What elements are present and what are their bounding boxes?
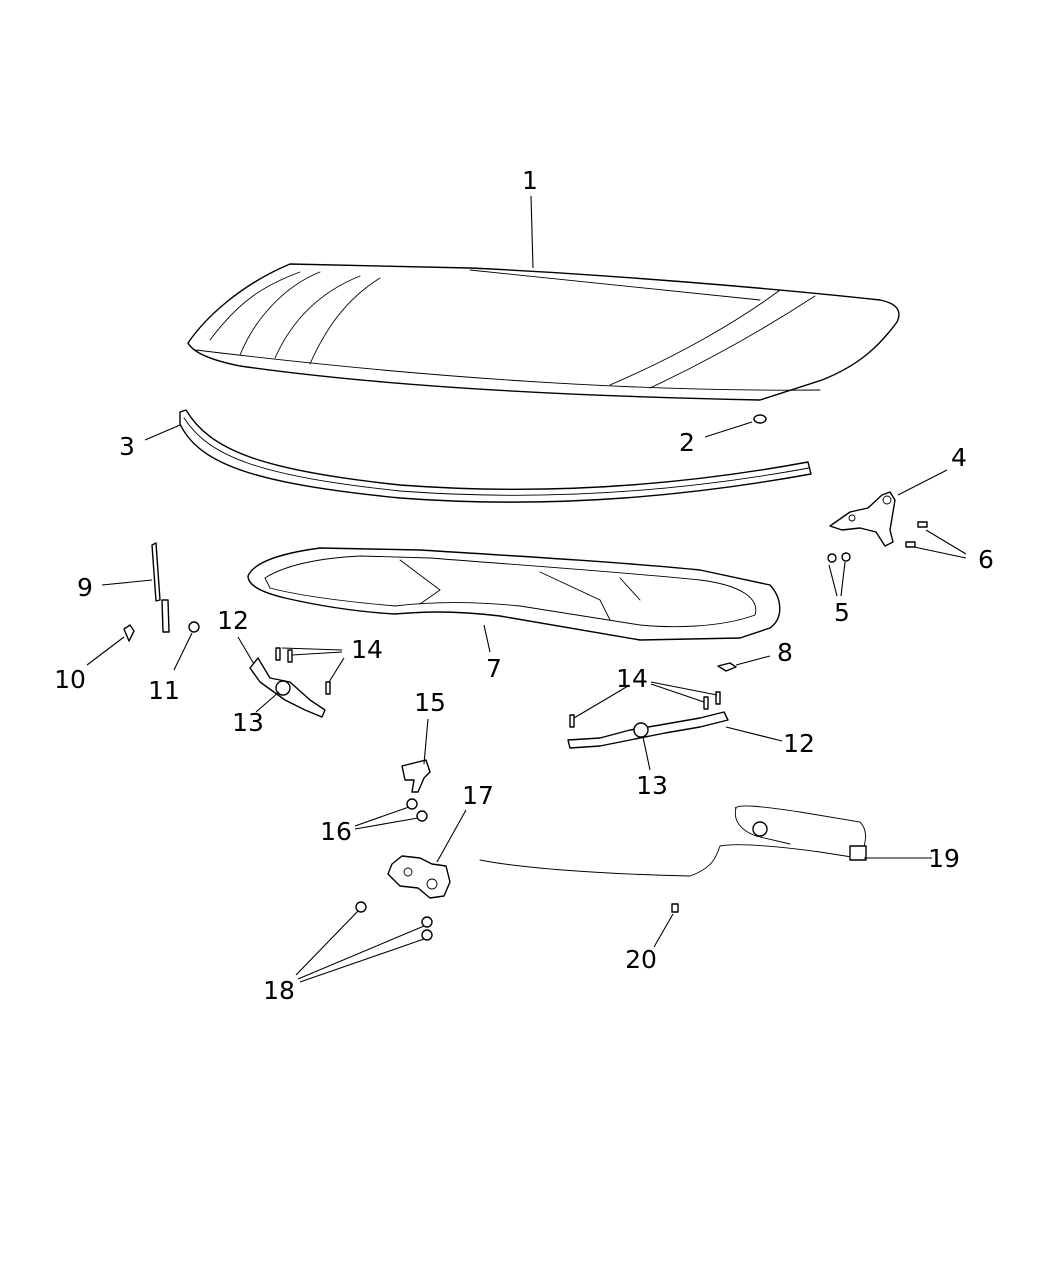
callout-19: 19 bbox=[928, 844, 960, 873]
hood-latch bbox=[387, 855, 451, 899]
hood-seal-strip bbox=[179, 409, 812, 503]
callout-10: 10 bbox=[54, 665, 86, 694]
latch-bolts bbox=[355, 901, 433, 941]
callout-14-right: 14 bbox=[616, 664, 648, 693]
hood-inner-panel bbox=[247, 547, 781, 641]
callout-13-right: 13 bbox=[636, 771, 668, 800]
callout-13-left: 13 bbox=[232, 708, 264, 737]
callout-4: 4 bbox=[951, 443, 967, 472]
callout-17: 17 bbox=[462, 781, 494, 810]
callout-1: 1 bbox=[522, 166, 538, 195]
striker-nuts bbox=[406, 798, 428, 822]
hood-striker bbox=[401, 759, 431, 793]
callout-labels: 1 2 3 4 5 6 7 8 9 10 11 12 12 13 13 14 1… bbox=[54, 166, 994, 1005]
clip-part-2 bbox=[753, 414, 767, 424]
callout-6: 6 bbox=[978, 545, 994, 574]
callout-5: 5 bbox=[834, 598, 850, 627]
callout-2: 2 bbox=[679, 428, 695, 457]
callout-14-left: 14 bbox=[351, 635, 383, 664]
callout-16: 16 bbox=[320, 817, 352, 846]
hinge-fasteners bbox=[827, 521, 928, 563]
callout-3: 3 bbox=[119, 432, 135, 461]
cable-clip bbox=[671, 903, 679, 913]
callout-20: 20 bbox=[625, 945, 657, 974]
hood-support-strut bbox=[151, 542, 170, 633]
callout-12-left: 12 bbox=[217, 606, 249, 635]
actuator-bolts bbox=[275, 647, 721, 728]
callout-8: 8 bbox=[777, 638, 793, 667]
hood-panel bbox=[187, 263, 900, 401]
hood-release-cable bbox=[479, 805, 867, 877]
strut-fasteners bbox=[123, 621, 200, 642]
callout-11: 11 bbox=[148, 676, 180, 705]
hood-hinge bbox=[829, 491, 896, 547]
callout-15: 15 bbox=[414, 688, 446, 717]
callout-12-right: 12 bbox=[783, 729, 815, 758]
latch-actuator-right bbox=[567, 711, 729, 749]
clip-part-8 bbox=[717, 662, 737, 672]
callout-9: 9 bbox=[77, 573, 93, 602]
leader-lines bbox=[86, 195, 967, 983]
callout-18: 18 bbox=[263, 976, 295, 1005]
callout-7: 7 bbox=[486, 654, 502, 683]
